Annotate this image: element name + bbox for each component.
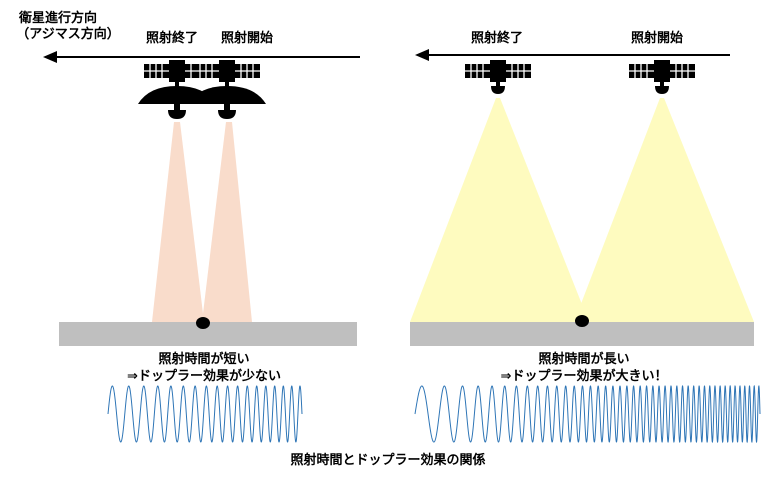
right-start-label: 照射開始 [631, 30, 683, 46]
left-beam-start [202, 122, 252, 322]
direction-label-line1: 衛星進行方向 [18, 10, 97, 26]
direction-arrow-right [415, 49, 730, 61]
right-caption-line1: 照射時間が長い [538, 351, 629, 367]
right-end-label: 照射終了 [471, 30, 523, 46]
left-start-label: 照射開始 [221, 30, 273, 46]
left-target-dot-icon [196, 317, 210, 329]
right-beam-start [574, 98, 754, 322]
right-doppler-wave [414, 384, 761, 444]
left-caption-line2: ⇒ドップラー効果が少ない [127, 368, 281, 384]
left-doppler-wave [107, 385, 303, 443]
right-caption-line2: ⇒ドップラー効果が大きい！ [501, 368, 668, 384]
right-target-dot-icon [575, 315, 589, 327]
direction-arrow-left [43, 51, 360, 63]
left-caption-line1: 照射時間が短い [158, 351, 249, 367]
right-satellite-end-icon [465, 60, 531, 94]
bottom-caption: 照射時間とドップラー効果の関係 [290, 452, 485, 468]
left-beam-end [152, 122, 204, 322]
right-beam-end [410, 98, 589, 322]
left-end-label: 照射終了 [146, 30, 198, 46]
left-satellite-start-icon [188, 60, 266, 119]
wave-path [414, 384, 761, 444]
right-satellite-start-icon [629, 60, 695, 94]
wave-path [107, 385, 303, 443]
direction-label-line2: （アジマス方向） [16, 26, 119, 42]
